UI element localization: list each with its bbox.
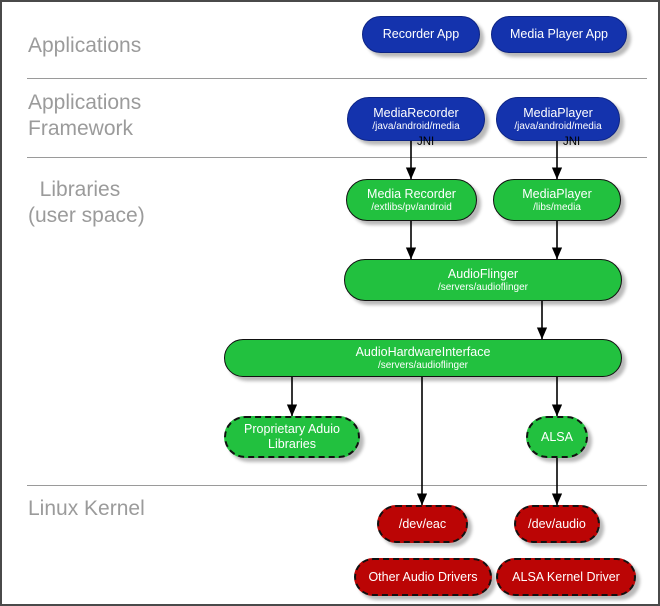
- edge-label-jni-recorder: JNI: [417, 136, 435, 148]
- node-media-recorder-library[interactable]: Media Recorder /extlibs/pv/android: [346, 179, 477, 221]
- node-dev-eac-title: /dev/eac: [398, 516, 447, 531]
- node-mediaplayer-library-path: /libs/media: [533, 201, 581, 213]
- node-media-recorder-library-path: /extlibs/pv/android: [371, 201, 452, 213]
- node-mediaplayer-framework[interactable]: MediaPlayer /java/android/media: [496, 97, 620, 141]
- node-audioflinger[interactable]: AudioFlinger /servers/audioflinger: [344, 259, 622, 301]
- layer-label-libraries: Libraries (user space): [28, 178, 145, 227]
- node-audiohardwareinterface[interactable]: AudioHardwareInterface /servers/audiofli…: [224, 339, 622, 377]
- node-mediaplayer-library-title: MediaPlayer: [522, 186, 592, 201]
- divider-libraries: [27, 485, 647, 486]
- node-audiohardwareinterface-path: /servers/audioflinger: [377, 359, 469, 371]
- node-mediarecorder-framework[interactable]: MediaRecorder /java/android/media: [347, 97, 485, 141]
- node-audiohardwareinterface-title: AudioHardwareInterface: [355, 344, 491, 359]
- layer-label-applications: Applications: [28, 34, 142, 57]
- node-recorder-app[interactable]: Recorder App: [362, 16, 480, 53]
- node-dev-audio[interactable]: /dev/audio: [514, 505, 600, 543]
- node-alsa[interactable]: ALSA: [526, 416, 588, 458]
- layer-label-linux-kernel: Linux Kernel: [28, 497, 145, 520]
- node-audioflinger-path: /servers/audioflinger: [437, 281, 529, 293]
- edge-label-jni-player: JNI: [563, 136, 581, 148]
- divider-applications: [27, 78, 647, 79]
- node-other-audio-drivers[interactable]: Other Audio Drivers: [354, 558, 492, 596]
- node-audioflinger-title: AudioFlinger: [447, 266, 519, 281]
- node-media-recorder-library-title: Media Recorder: [367, 186, 456, 201]
- node-media-player-app-title: Media Player App: [510, 27, 608, 41]
- node-alsa-kernel-driver-title: ALSA Kernel Driver: [512, 569, 620, 584]
- node-media-player-app[interactable]: Media Player App: [491, 16, 627, 53]
- node-mediaplayer-framework-title: MediaPlayer: [523, 105, 593, 120]
- node-mediarecorder-framework-title: MediaRecorder: [373, 105, 459, 120]
- node-recorder-app-title: Recorder App: [382, 27, 460, 41]
- node-dev-audio-title: /dev/audio: [528, 516, 586, 531]
- node-proprietary-audio-libraries-title: Proprietary Aduio Libraries: [244, 422, 340, 451]
- node-alsa-kernel-driver[interactable]: ALSA Kernel Driver: [496, 558, 636, 596]
- node-mediaplayer-framework-path: /java/android/media: [514, 120, 602, 132]
- node-proprietary-audio-libraries[interactable]: Proprietary Aduio Libraries: [224, 416, 360, 458]
- node-dev-eac[interactable]: /dev/eac: [377, 505, 468, 543]
- node-other-audio-drivers-title: Other Audio Drivers: [368, 569, 478, 584]
- layer-label-applications-framework: Applications Framework: [28, 91, 142, 140]
- node-alsa-title: ALSA: [541, 429, 573, 444]
- divider-applications-framework: [27, 157, 647, 158]
- node-mediaplayer-library[interactable]: MediaPlayer /libs/media: [493, 179, 621, 221]
- node-mediarecorder-framework-path: /java/android/media: [372, 120, 460, 132]
